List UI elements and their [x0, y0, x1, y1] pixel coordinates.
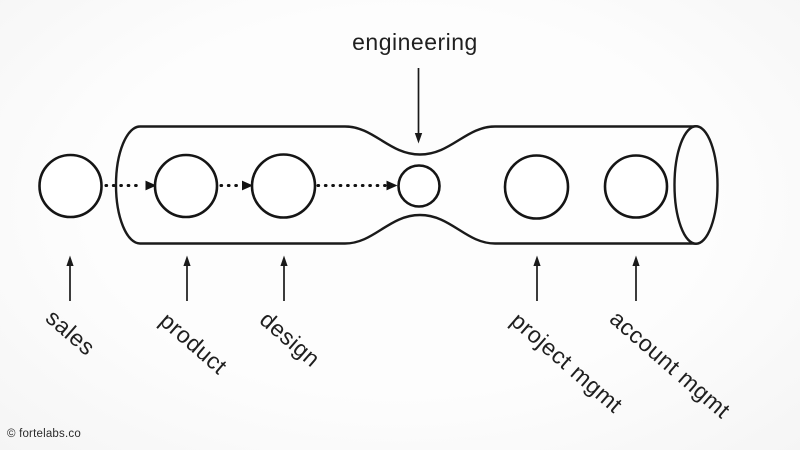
pointer-arrow-sales [66, 255, 74, 301]
label-engineering: engineering [352, 29, 478, 55]
flow-arrowheads [145, 180, 398, 191]
stage-circles [38, 153, 669, 220]
watermark: © fortelabs.co [7, 428, 81, 440]
flow-arrowhead-1 [145, 180, 157, 191]
circle-product [153, 153, 219, 219]
pointer-arrow-product [183, 255, 191, 301]
pointer-arrow-design [280, 255, 288, 301]
circle-engineering [397, 164, 441, 208]
pipe-end-cap [673, 125, 719, 245]
pointer-arrow-account-mgmt [632, 255, 640, 301]
stage-pointer-arrows [66, 255, 640, 301]
circle-account-mgmt [603, 154, 669, 219]
circle-design [250, 153, 317, 219]
pointer-arrow-project-mgmt [533, 255, 541, 301]
engineering-pointer-arrow [414, 68, 423, 144]
flow-arrowhead-2 [242, 180, 253, 191]
circle-sales [38, 153, 103, 219]
flow-arrowhead-3 [386, 180, 398, 191]
circle-project-mgmt [503, 154, 570, 220]
